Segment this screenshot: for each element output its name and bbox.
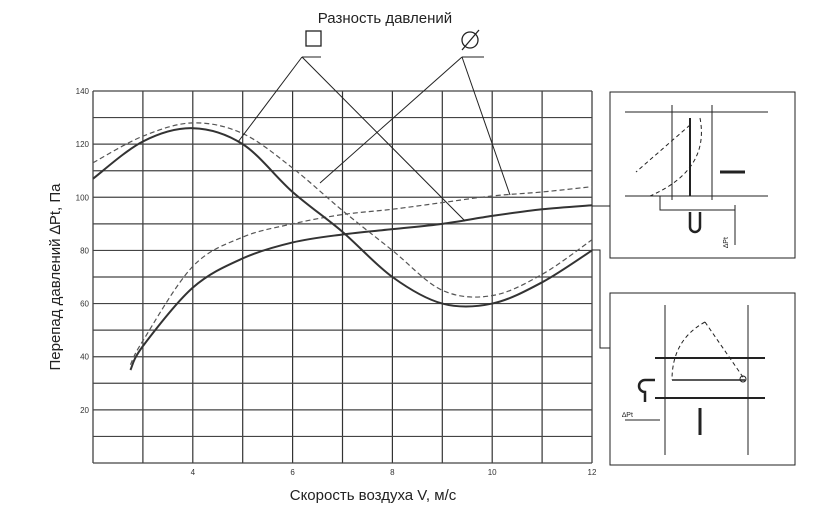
y-tick-label: 100 bbox=[76, 193, 90, 202]
inset-diagram-square: ∆Pt bbox=[609, 91, 796, 259]
y-tick-label: 120 bbox=[76, 140, 90, 149]
x-tick-label: 10 bbox=[488, 468, 497, 477]
y-axis-label: Перепад давлений ∆Pt, Па bbox=[47, 183, 64, 371]
y-tick-label: 20 bbox=[80, 406, 89, 415]
curves bbox=[92, 122, 593, 371]
x-axis-label: Скорость воздуха V, м/с bbox=[290, 487, 457, 504]
svg-text:∆Pt: ∆Pt bbox=[622, 412, 633, 419]
x-tick-label: 6 bbox=[290, 468, 295, 477]
y-tick-label: 60 bbox=[80, 300, 89, 309]
x-tick-label: 8 bbox=[390, 468, 395, 477]
x-tick-label: 4 bbox=[191, 468, 196, 477]
series-line-dashed bbox=[129, 186, 593, 365]
tick-labels: 4 6 8 10 12 20 40 60 80 100 120 140 bbox=[76, 87, 597, 477]
svg-text:∆Pt: ∆Pt bbox=[723, 237, 730, 248]
chart-title: Разность давлений bbox=[318, 10, 452, 27]
square-symbol bbox=[305, 30, 322, 47]
y-tick-label: 40 bbox=[80, 353, 89, 362]
series-line-solid bbox=[129, 204, 593, 371]
diameter-symbol bbox=[461, 29, 480, 51]
grid bbox=[92, 90, 593, 464]
series-line-solid bbox=[92, 127, 593, 308]
y-tick-label: 80 bbox=[80, 246, 89, 255]
y-tick-label: 140 bbox=[76, 87, 90, 96]
annotation-arrows bbox=[237, 56, 610, 349]
x-tick-label: 12 bbox=[588, 468, 597, 477]
inset-diagram-diameter: ∆Pt bbox=[609, 292, 796, 466]
